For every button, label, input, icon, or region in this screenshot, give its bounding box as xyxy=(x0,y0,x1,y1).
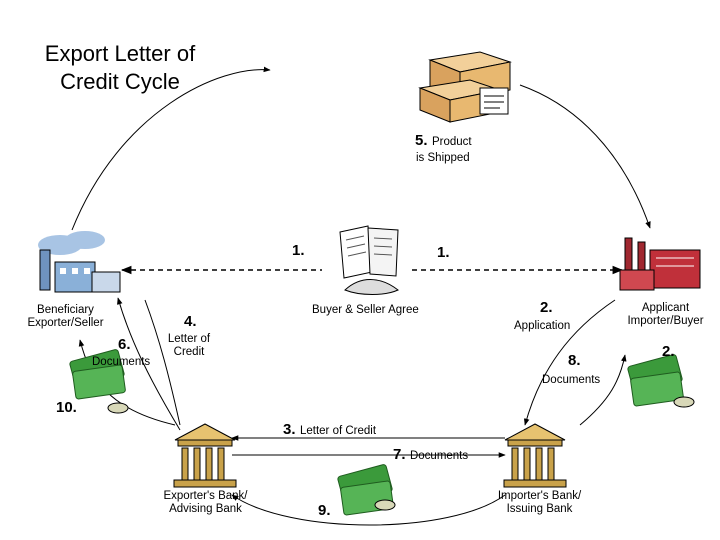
step-10-number: 10. xyxy=(56,399,77,416)
bank-icon xyxy=(503,423,567,488)
step-1-left: 1. xyxy=(292,242,305,259)
step-2-right: 2. xyxy=(662,343,675,360)
buyer-seller-agree-label: Buyer & Seller Agree xyxy=(312,304,419,316)
beneficiary-line-2: Exporter/Seller xyxy=(27,317,104,330)
money-icon xyxy=(627,354,695,408)
arrow-documents-8 xyxy=(579,354,627,426)
importer-bank-line-2: Issuing Bank xyxy=(506,503,573,516)
bank-icon xyxy=(173,423,237,488)
importer-bank-label: Importer's Bank/ Issuing Bank xyxy=(482,490,597,516)
step-4-number: 4. xyxy=(184,313,197,330)
contract-handshake-icon xyxy=(339,225,399,295)
title-line-1: Export Letter of xyxy=(44,41,196,66)
arrow-payment-9 xyxy=(231,494,506,526)
money-icon xyxy=(337,464,396,516)
step-7-text: Documents xyxy=(409,450,469,462)
step-3-number: 3. xyxy=(283,421,296,438)
step-6-text: Documents xyxy=(92,356,151,368)
cycle-arc-top-right xyxy=(519,84,651,229)
beneficiary-line-1: Beneficiary xyxy=(37,304,94,316)
step-8-number: 8. xyxy=(568,352,581,369)
step-6-number: 6. xyxy=(118,336,131,353)
step-2-number: 2. xyxy=(540,299,553,316)
applicant-line-2: Importer/Buyer xyxy=(627,315,704,328)
cycle-arc-top xyxy=(71,66,271,231)
step-9-number: 9. xyxy=(318,502,331,519)
money-icon xyxy=(69,349,129,414)
exporter-bank-line-2: Advising Bank xyxy=(169,503,242,516)
step-8-text: Documents xyxy=(542,374,601,386)
importer-bank-line-1: Importer's Bank/ xyxy=(497,490,582,502)
shipping-boxes-icon xyxy=(418,51,512,123)
diagram-title: Export Letter of Credit Cycle xyxy=(20,40,220,96)
exporter-bank-label: Exporter's Bank/ Advising Bank xyxy=(148,490,263,516)
factory-icon xyxy=(619,237,701,291)
applicant-line-1: Applicant xyxy=(641,302,690,314)
step-1-right: 1. xyxy=(437,244,450,261)
step-5-number: 5. xyxy=(415,132,428,149)
step-4-text-1: Letter of xyxy=(167,333,211,345)
step-3-label: 3. Letter of Credit xyxy=(283,421,376,439)
factory-icon xyxy=(38,231,121,293)
step-4-text: Letter of Credit xyxy=(164,333,214,359)
arrow-application xyxy=(523,299,616,426)
step-2-text: Application xyxy=(514,320,571,332)
step-7-number: 7. xyxy=(393,446,406,463)
arrow-letter-of-credit-4 xyxy=(117,297,181,431)
step-4-text-2: Credit xyxy=(173,346,205,359)
title-line-2: Credit Cycle xyxy=(60,69,180,94)
arrow-documents-6 xyxy=(144,299,181,426)
beneficiary-label: Beneficiary Exporter/Seller xyxy=(18,304,113,330)
step-3-text: Letter of Credit xyxy=(299,425,377,437)
step-5-text-2: is Shipped xyxy=(416,152,470,164)
step-5-label: 5. Product xyxy=(415,132,472,150)
applicant-label: Applicant Importer/Buyer xyxy=(618,302,713,328)
step-5-text: Product xyxy=(431,136,472,148)
exporter-bank-line-1: Exporter's Bank/ xyxy=(163,490,248,502)
step-7-label: 7. Documents xyxy=(393,446,468,464)
